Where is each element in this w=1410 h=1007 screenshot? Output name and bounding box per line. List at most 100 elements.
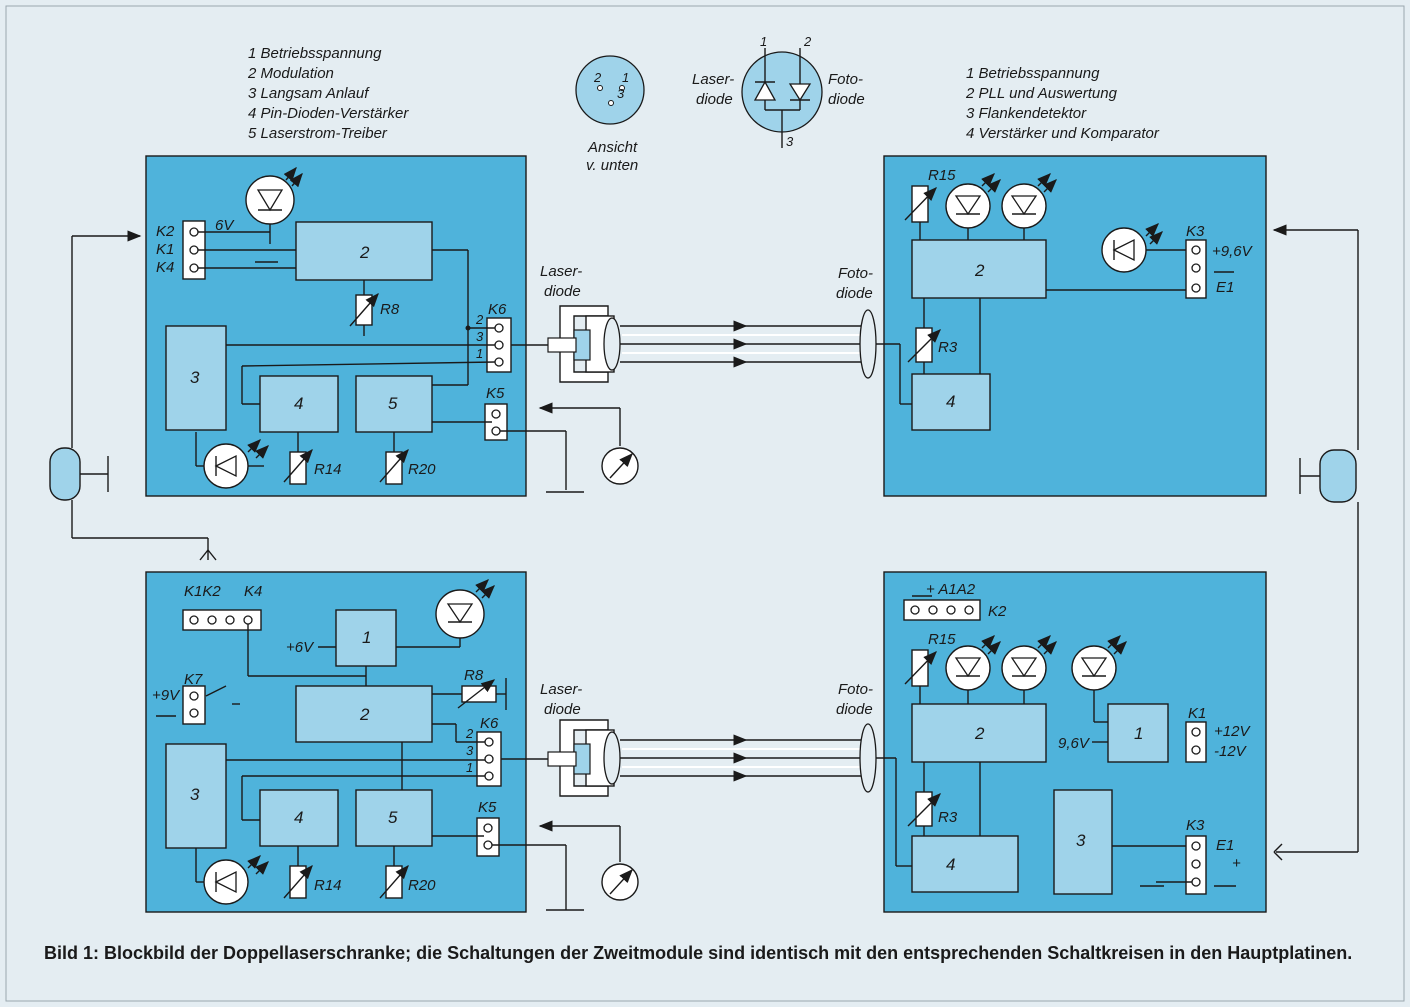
foto-label: Foto-: [838, 265, 873, 282]
cable-left: [49, 230, 217, 561]
figure-caption: Bild 1: Blockbild der Doppellaserschrank…: [44, 943, 1353, 963]
connector-label: K1K2: [184, 583, 221, 600]
connector-label: K4: [244, 583, 262, 600]
pin-number: 3: [476, 329, 484, 344]
block-number: 4: [946, 392, 955, 411]
block-number: 1: [362, 628, 371, 647]
board-receiver-second: + A1A2 K2 R15 2 1 9,6V K1 +12V: [876, 571, 1267, 913]
pin-label: 1: [622, 70, 629, 85]
connector-label: K3: [1186, 817, 1205, 834]
legend-left-item: 4 Pin-Dioden-Verstärker: [248, 105, 409, 122]
voltage-label: 6V: [215, 217, 235, 234]
pin-label: 3: [786, 134, 794, 149]
block-number: 2: [359, 705, 370, 724]
meter-icon: [601, 863, 639, 901]
laser-label: diode: [544, 283, 581, 300]
pin-number: 3: [466, 743, 474, 758]
resistor-label: R14: [314, 877, 342, 894]
diode-label: Laser-: [692, 71, 734, 88]
board-transmitter-main: K2 K1 K4 6V 2 R8 K6 2 3 1 3 4 5: [145, 155, 527, 497]
legend-left-item: 1 Betriebsspannung: [248, 45, 382, 62]
pinout-view: 2 1 3 Ansicht v. unten: [575, 55, 645, 174]
pin-label: 2: [593, 70, 602, 85]
resistor-label: R15: [928, 167, 956, 184]
laser-label: Laser-: [540, 681, 582, 698]
legend-right-item: 2 PLL und Auswertung: [965, 85, 1118, 102]
legend-left: 1 Betriebsspannung 2 Modulation 3 Langsa…: [247, 45, 409, 142]
laser-module-top: Laser- diode: [511, 263, 621, 383]
legend-right-item: 4 Verstärker und Komparator: [966, 125, 1160, 142]
connector-label: K2: [156, 223, 175, 240]
foto-label: diode: [836, 701, 873, 718]
foto-label: diode: [836, 285, 873, 302]
resistor-label: R8: [464, 667, 484, 684]
diode-pair-symbol: 1 2 3 Laser- diode Foto- diode: [692, 34, 865, 149]
voltage-label: -12V: [1214, 743, 1248, 760]
pin-number: 2: [475, 312, 484, 327]
pin-number: 1: [476, 346, 483, 361]
voltage-label: +: [1232, 855, 1241, 872]
figure-frame: [5, 5, 1405, 1002]
legend-left-item: 5 Laserstrom-Treiber: [248, 125, 388, 142]
foto-lens: [859, 723, 877, 793]
legend-left-item: 2 Modulation: [247, 65, 334, 82]
pin-label: 3: [617, 86, 625, 101]
block-number: 2: [359, 243, 370, 262]
block-number: 1: [1134, 724, 1143, 743]
foto-lens: [859, 309, 877, 379]
connector-label: K2: [988, 603, 1007, 620]
voltage-label: +12V: [1214, 723, 1251, 740]
pinout-caption: v. unten: [586, 157, 638, 174]
voltage-label: +9V: [152, 687, 181, 704]
connector-label: K1: [156, 241, 174, 258]
diode-label: diode: [828, 91, 865, 108]
connector-label: K3: [1186, 223, 1205, 240]
laser-label: Laser-: [540, 263, 582, 280]
connector-label: K5: [486, 385, 505, 402]
resistor-label: R3: [938, 809, 958, 826]
block-number: 4: [946, 855, 955, 874]
pin-label: 2: [803, 34, 812, 49]
connector-label: + A1A2: [926, 581, 976, 598]
pin-number: 2: [465, 726, 474, 741]
pin-number: 1: [466, 760, 473, 775]
diode-label: Foto-: [828, 71, 863, 88]
block-number: 3: [190, 785, 200, 804]
board-transmitter-second: K1K2 K4 1 +6V K7 +9V 2 R8 K6 2 3: [145, 571, 527, 913]
meter-icon: [601, 447, 639, 485]
voltage-label: +6V: [286, 639, 315, 656]
connector-label: K7: [184, 671, 203, 688]
voltage-label: +9,6V: [1212, 243, 1254, 260]
connector-label: K6: [480, 715, 499, 732]
block-number: 5: [388, 394, 398, 413]
pinout-circle: [575, 55, 645, 125]
resistor-label: R3: [938, 339, 958, 356]
legend-left-item: 3 Langsam Anlauf: [248, 85, 370, 102]
block-number: 4: [294, 808, 303, 827]
legend-right: 1 Betriebsspannung 2 PLL und Auswertung …: [965, 65, 1160, 142]
block-number: 3: [190, 368, 200, 387]
resistor-label: R14: [314, 461, 342, 478]
connector-label: K1: [1188, 705, 1206, 722]
connector-label: K4: [156, 259, 174, 276]
laser-module-bottom: Laser- diode: [501, 681, 621, 797]
block-number: 2: [974, 724, 985, 743]
block-number: 5: [388, 808, 398, 827]
board-receiver-main: R15 2 K3 +9,6V E1 R3: [876, 155, 1267, 497]
connector-label: K5: [478, 799, 497, 816]
cable-plug-icon: [1319, 449, 1357, 503]
connector-label: K6: [488, 301, 507, 318]
block-number: 3: [1076, 831, 1086, 850]
pin-label: 1: [760, 34, 767, 49]
cable-plug-icon: [49, 447, 81, 501]
voltage-label: E1: [1216, 279, 1234, 296]
diode-label: diode: [696, 91, 733, 108]
voltage-label: 9,6V: [1058, 735, 1091, 752]
resistor-label: R20: [408, 461, 436, 478]
cable-right: [1272, 224, 1359, 861]
legend-right-item: 1 Betriebsspannung: [966, 65, 1100, 82]
resistor-label: R20: [408, 877, 436, 894]
pinout-caption: Ansicht: [587, 139, 638, 156]
